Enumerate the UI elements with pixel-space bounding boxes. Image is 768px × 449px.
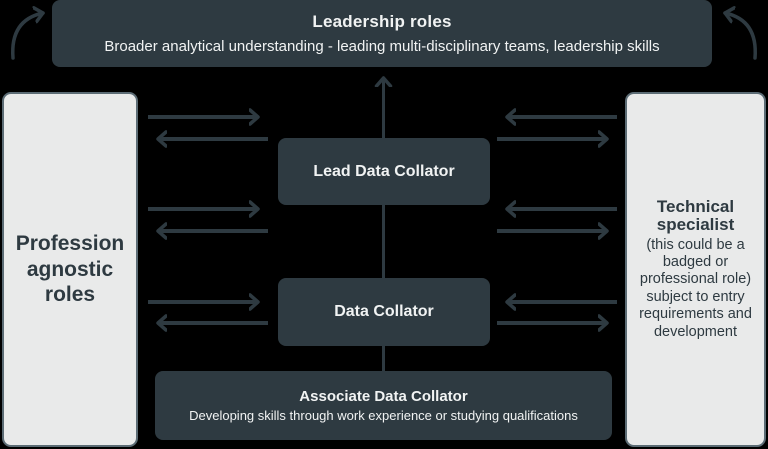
data-collator-label: Data Collator: [334, 303, 434, 320]
bidirectional-arrows-left-2: [148, 209, 268, 231]
lead-data-collator-box: Lead Data Collator: [278, 138, 490, 205]
profession-agnostic-roles-box: Profession agnostic roles: [2, 92, 138, 447]
bidirectional-arrows-right-1: [497, 117, 617, 139]
bidirectional-arrows-left-1: [148, 117, 268, 139]
bidirectional-arrows-right-3: [497, 302, 617, 323]
associate-data-collator-subtitle: Developing skills through work experienc…: [189, 408, 578, 423]
associate-data-collator-title: Associate Data Collator: [299, 388, 468, 405]
profession-agnostic-roles-label: Profession agnostic roles: [15, 232, 125, 307]
lead-data-collator-label: Lead Data Collator: [313, 162, 455, 180]
technical-specialist-title: Technical specialist: [656, 196, 735, 234]
technical-specialist-box: Technical specialist (this could be a ba…: [625, 92, 766, 447]
bidirectional-arrows-left-3: [148, 302, 268, 323]
technical-specialist-description: (this could be a badged or professional …: [639, 236, 752, 340]
curved-arrow-left-icon: [11, 13, 45, 60]
leadership-roles-title: Leadership roles: [312, 12, 452, 31]
associate-data-collator-box: Associate Data Collator Developing skill…: [155, 371, 612, 440]
curved-arrow-right-icon: [723, 13, 757, 60]
data-collator-box: Data Collator: [278, 278, 490, 346]
leadership-roles-subtitle: Broader analytical understanding - leadi…: [104, 38, 660, 55]
bidirectional-arrows-right-2: [497, 209, 617, 231]
leadership-roles-banner: Leadership roles Broader analytical unde…: [52, 0, 712, 67]
